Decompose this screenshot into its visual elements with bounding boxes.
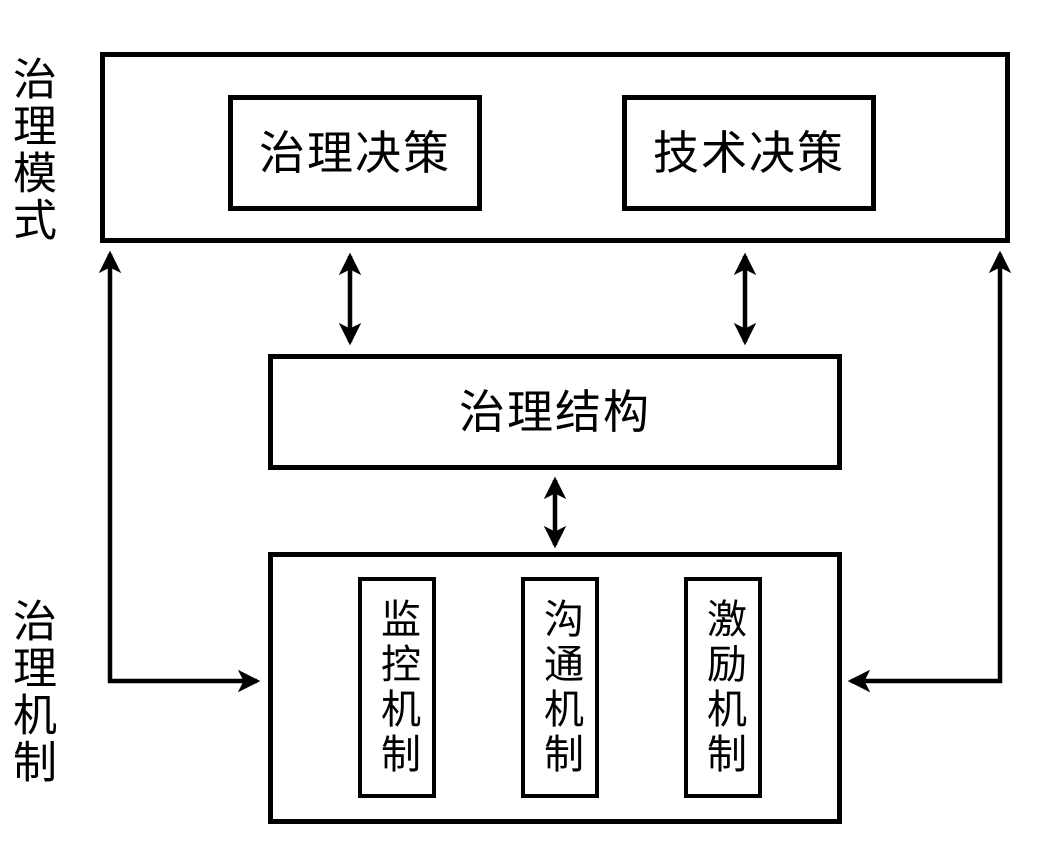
technical-decision-box: 技术决策 [622, 95, 876, 211]
incentive-mechanism-box: 激励机制 [684, 577, 762, 798]
arrow-mechanism-mode-right [847, 250, 1012, 693]
arrow-mechanism-mode-left [98, 250, 261, 693]
communication-mechanism-box: 沟通机制 [521, 577, 599, 798]
governance-mode-container-box [100, 52, 1010, 243]
side-label-governance-mechanism: 治理机制 [5, 598, 56, 786]
governance-structure-box: 治理结构 [268, 354, 842, 470]
governance-decision-box: 治理决策 [228, 95, 482, 211]
governance-decision-label: 治理决策 [259, 126, 451, 180]
governance-structure-label: 治理结构 [459, 385, 651, 439]
monitoring-mechanism-label: 监控机制 [374, 597, 420, 778]
side-label-governance-mode: 治理模式 [5, 56, 56, 244]
technical-decision-label: 技术决策 [653, 126, 845, 180]
incentive-mechanism-label: 激励机制 [700, 597, 746, 778]
communication-mechanism-label: 沟通机制 [537, 597, 583, 778]
governance-mechanism-container-box [268, 552, 842, 824]
monitoring-mechanism-box: 监控机制 [358, 577, 436, 798]
